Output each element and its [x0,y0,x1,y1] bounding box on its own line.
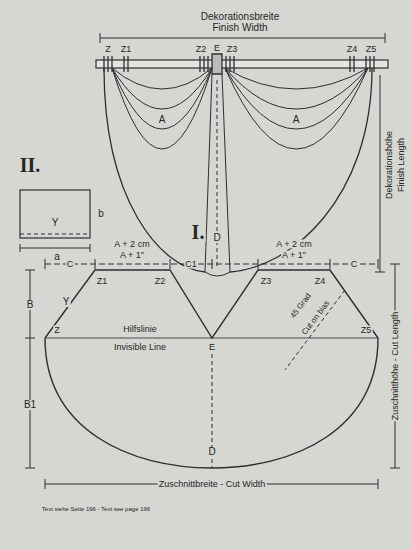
note-text: Invisible Line [113,343,167,352]
point-label: Z4 [314,277,327,286]
heading-text: Finish Width [211,23,268,33]
dimension-label: A + 2 cm [113,240,150,249]
dimension-tick [375,272,385,273]
dimension-label: A + 1" [281,251,307,260]
invisible-line [45,338,378,339]
point-label: Y [62,297,71,307]
dimension-label: Zuschnitthöhe - Cut Length [391,311,400,422]
dimension-tick [45,479,378,489]
point-label: D [212,233,221,243]
cut-line [20,234,90,235]
gathers [104,54,374,74]
dimension-line [20,248,90,249]
dimension-tick [100,33,101,43]
dimension-tick [390,264,400,468]
note-text: 45 Grad [289,291,314,320]
fabric-rectangle [20,190,90,238]
dimension-label: B [26,300,35,310]
point-label: Z4 [346,45,359,54]
dimension-label: B1 [23,400,37,410]
point-label: Z3 [226,45,239,54]
point-label: Z1 [96,277,109,286]
dimension-label: A + 1" [119,251,145,260]
curtain-rod [96,60,388,68]
point-label: Z1 [120,45,133,54]
dimension-tick [20,244,21,252]
point-label: Y [51,218,60,228]
point-label: Z3 [260,277,273,286]
point-label: Z [53,326,61,335]
point-label: Z5 [360,326,373,335]
dimension-label: a [53,252,61,262]
dimension-label: Zuschnittbreite - Cut Width [158,480,267,489]
dimension-tick [25,270,35,468]
dimension-label: C [350,260,359,269]
bias-line [285,290,345,370]
point-label: Z2 [154,277,167,286]
dimension-label: Dekorationshöhe [385,130,394,200]
dimension-label: A + 2 cm [275,240,312,249]
point-label: E [213,44,221,53]
dimension-label: C [66,260,75,269]
footnote-text: Text siehe Seite 196 - Text see page 196 [41,506,151,512]
dimension-label: b [97,209,105,219]
dimension-line [380,75,381,272]
point-label: Z5 [365,45,378,54]
figure-number: II. [19,155,42,175]
dimension-tick [45,259,378,269]
pattern-hem-curve [45,338,378,468]
dimension-tick [385,33,386,43]
point-label: E [208,343,216,352]
swag-drape [104,68,372,272]
point-label: A [158,115,167,125]
pattern-outline [45,270,378,338]
point-label: Z2 [195,45,208,54]
heading-text: Dekorationsbreite [200,12,280,22]
dimension-label: Finish Length [397,137,406,193]
dimension-tick [90,244,91,252]
point-label: A [292,115,301,125]
figure-number: I. [191,222,206,242]
note-text: Hilfslinie [122,325,158,334]
point-label: Z [104,45,112,54]
dimension-line [100,38,385,39]
dimension-label: C1 [184,260,198,269]
point-label: D [207,447,216,457]
centre-tail [205,74,230,276]
